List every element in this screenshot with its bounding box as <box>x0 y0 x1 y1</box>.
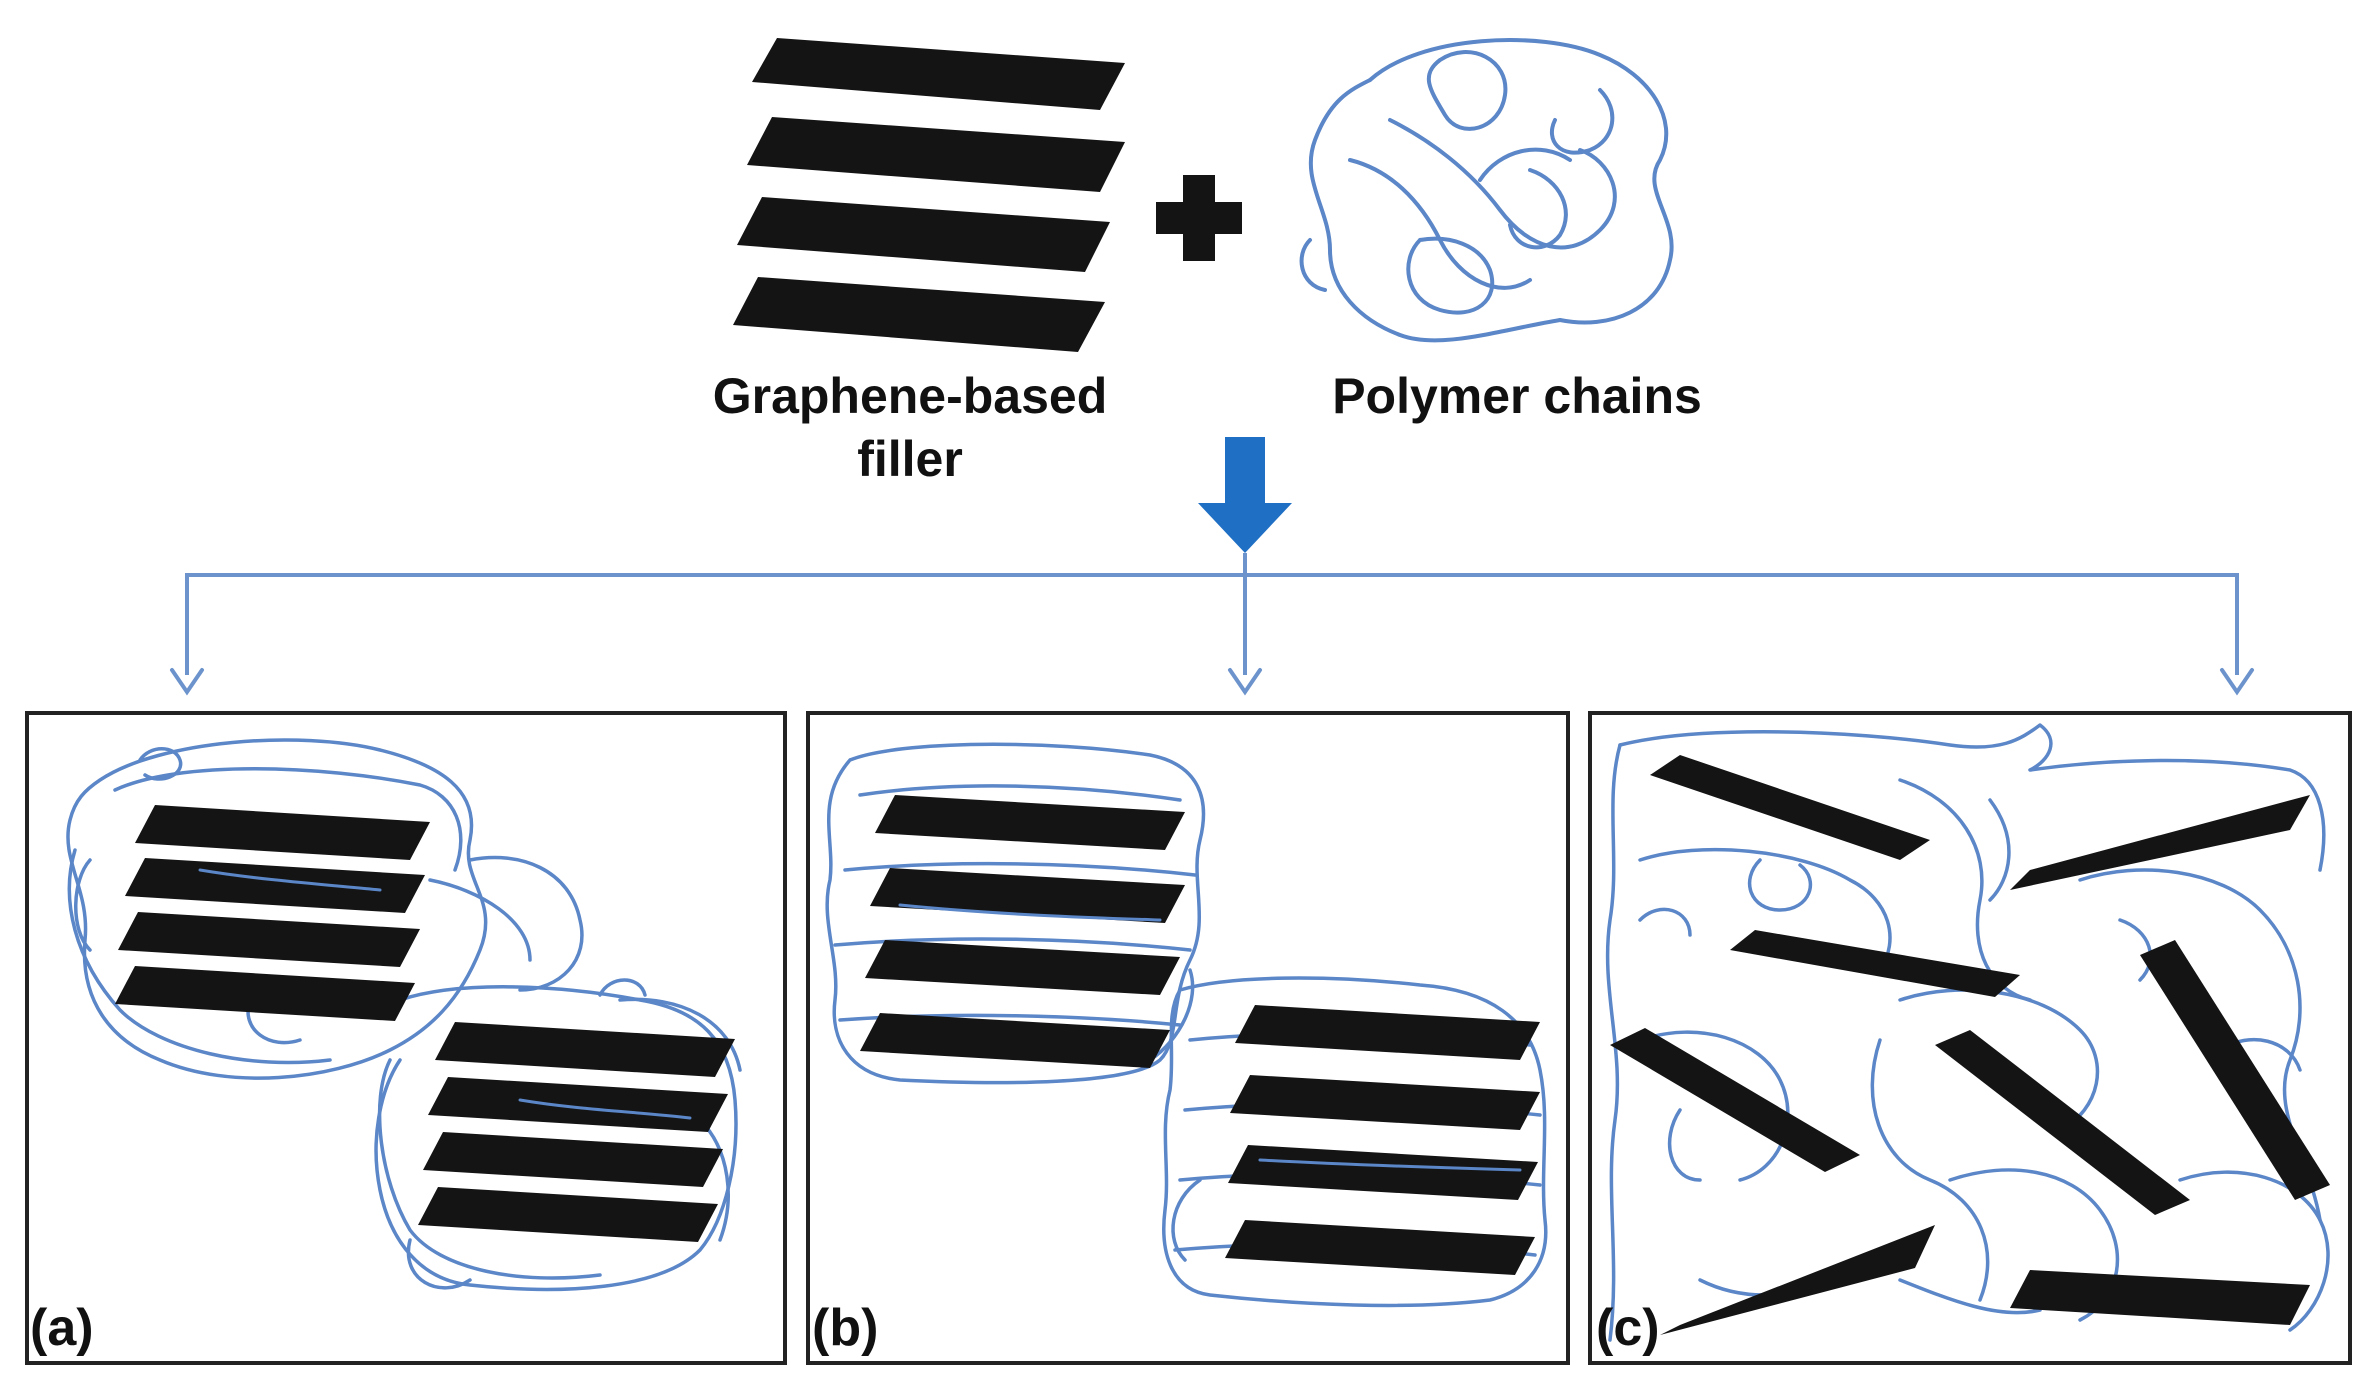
graphene-sheet <box>737 197 1110 272</box>
graphene-sheet <box>733 277 1105 352</box>
panel-c: (c) <box>1588 711 2352 1365</box>
chevron-down-icon <box>1228 668 1262 696</box>
panel-a: (a) <box>25 711 787 1365</box>
panel-frame <box>1588 711 2352 1365</box>
graphene-filler-stack <box>733 38 1125 352</box>
branch-arrowheads <box>170 668 2254 696</box>
label-graphene-filler-line2: filler <box>857 431 963 487</box>
panel-label-a: (a) <box>30 1299 94 1357</box>
panel-b: (b) <box>806 711 1570 1365</box>
graphene-sheet <box>747 117 1125 192</box>
polymer-coil <box>1299 38 1674 343</box>
chevron-down-icon <box>2220 668 2254 696</box>
label-polymer-chains: Polymer chains <box>1332 368 1702 424</box>
graphene-sheet <box>752 38 1125 110</box>
panel-label-b: (b) <box>812 1299 878 1357</box>
label-graphene-filler-line1: Graphene-based <box>713 368 1108 424</box>
panel-frame <box>25 711 787 1365</box>
chevron-down-icon <box>170 668 204 696</box>
panel-label-c: (c) <box>1596 1299 1660 1357</box>
down-arrow-icon <box>1198 437 1292 553</box>
branch-connector <box>185 553 2239 675</box>
plus-icon <box>1156 175 1242 261</box>
panel-frame <box>806 711 1570 1365</box>
